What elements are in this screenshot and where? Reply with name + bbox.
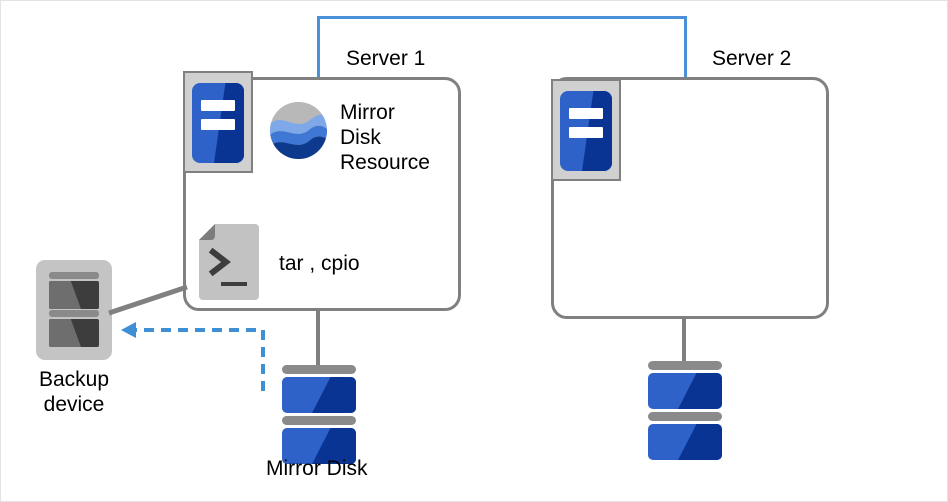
server1-disk-link xyxy=(316,308,320,366)
disk-platter-top xyxy=(648,373,722,409)
server-bar-bottom xyxy=(201,119,235,130)
disk-platter-bottom xyxy=(648,424,722,460)
server1-label: Server 1 xyxy=(346,47,426,70)
disk-bar-top xyxy=(282,365,356,374)
device-bar-top xyxy=(49,272,99,279)
server2-label: Server 2 xyxy=(712,47,792,70)
disk-platter-shade xyxy=(678,373,722,409)
tar-cpio-label: tar , cpio xyxy=(279,252,360,275)
disk-bar-middle xyxy=(282,416,356,425)
script-document-icon xyxy=(199,224,259,300)
backup-device-label: Backup device xyxy=(38,368,110,416)
interconnect-link xyxy=(317,16,687,78)
device-slab-highlight xyxy=(49,319,81,347)
server-bar-bottom xyxy=(569,127,603,138)
backup-flow-arrow xyxy=(119,319,271,391)
mirror-disk-resource-label: Mirror Disk Resource xyxy=(340,101,430,174)
server-bar-top xyxy=(201,100,235,111)
backup-device-link xyxy=(108,284,188,316)
disk-bar-top xyxy=(648,361,722,370)
server-bar-top xyxy=(569,108,603,119)
disk-platter-shade xyxy=(678,424,722,460)
disk-bar-middle xyxy=(648,412,722,421)
disk-platter-top xyxy=(282,377,356,413)
globe-icon xyxy=(270,102,327,159)
device-slab-highlight xyxy=(49,281,81,309)
server-card xyxy=(560,91,612,171)
device-bar-middle xyxy=(49,310,99,317)
disk-platter-bottom xyxy=(282,428,356,464)
disk-platter-shade xyxy=(312,377,356,413)
device-slab-bottom xyxy=(49,319,99,347)
server-card xyxy=(192,83,244,163)
tape-device-icon xyxy=(36,260,112,360)
disk-stack-icon xyxy=(282,365,356,467)
server-icon xyxy=(551,79,621,181)
server-icon xyxy=(183,71,253,173)
disk-stack-icon xyxy=(648,361,722,463)
device-slab-top xyxy=(49,281,99,309)
mirror-disk-label: Mirror Disk xyxy=(266,457,368,480)
server2-disk-link xyxy=(682,316,686,362)
